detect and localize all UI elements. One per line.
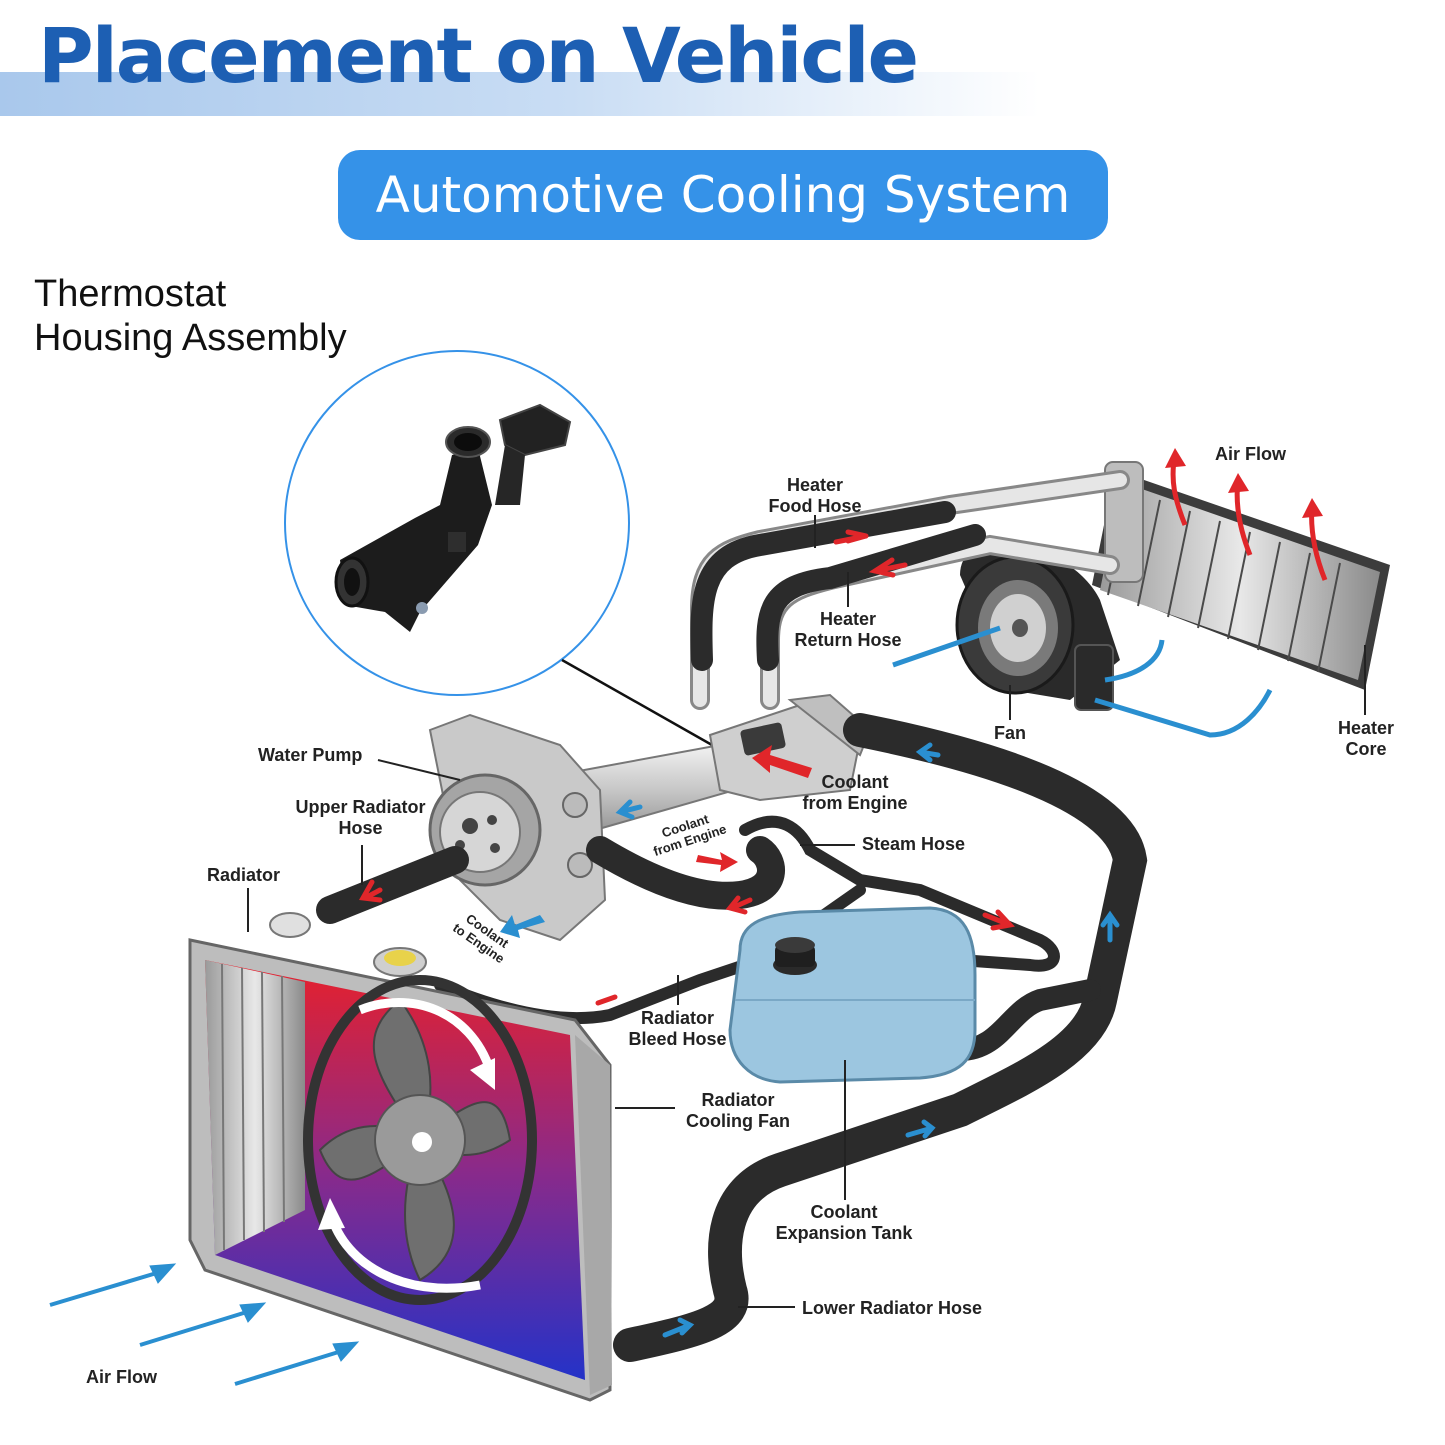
label-steam-hose: Steam Hose [862, 834, 966, 854]
air-flow-arrows-bottom [49, 1263, 360, 1386]
label-coolant-from-engine-line2: from Engine [802, 793, 908, 813]
thermostat-housing-image [334, 403, 572, 632]
label-upper-radiator-hose-line2: Hose [338, 818, 383, 838]
label-radiator-bleed-hose: Radiator Bleed Hose [620, 1008, 735, 1050]
subtitle-pill: Automotive Cooling System [338, 150, 1108, 240]
label-heater-core: Heater Core [1330, 718, 1402, 760]
coolant-flow-big-arrows [500, 745, 812, 938]
label-radiator-cooling-fan-line1: Radiator [701, 1090, 775, 1110]
label-heater-return-hose: Heater Return Hose [788, 609, 908, 651]
fan-air-arrows [892, 625, 1273, 738]
heater-hoses [690, 501, 986, 671]
label-coolant-expansion-tank-line1: Coolant [810, 1202, 878, 1222]
label-coolant-from-engine: Coolant from Engine [795, 772, 915, 814]
label-heater-core-line1: Heater [1337, 718, 1395, 738]
label-lower-radiator-hose: Lower Radiator Hose [802, 1298, 983, 1318]
thermostat-callout [284, 350, 713, 747]
label-heater-food-hose-line1: Heater [786, 475, 844, 495]
label-heater-food-hose-line2: Food Hose [768, 496, 862, 516]
label-upper-radiator-hose: Upper Radiator Hose [288, 797, 433, 839]
label-water-pump: Water Pump [258, 745, 363, 765]
label-heater-food-hose: Heater Food Hose [760, 475, 870, 517]
label-coolant-expansion-tank: Coolant Expansion Tank [768, 1202, 920, 1244]
label-radiator-cooling-fan-line2: Cooling Fan [686, 1111, 790, 1131]
leader-lines [247, 515, 1366, 1308]
label-heater-return-hose-line1: Heater [819, 609, 877, 629]
radiator-cooling-fan [303, 975, 537, 1305]
label-fan: Fan [993, 723, 1026, 743]
label-coolant-expansion-tank-line2: Expansion Tank [775, 1223, 913, 1243]
part-name-line1: Thermostat [34, 273, 227, 315]
page-title: Placement on Vehicle [38, 11, 919, 100]
label-upper-radiator-hose-line1: Upper Radiator [295, 797, 426, 817]
label-air-flow-bottom: Air Flow [86, 1367, 157, 1387]
coolant-expansion-tank [728, 906, 977, 1084]
part-name-line2: Housing Assembly [34, 317, 347, 359]
label-radiator-bleed-hose-line2: Bleed Hose [628, 1029, 727, 1049]
label-heater-core-line2: Core [1345, 739, 1387, 759]
label-coolant-from-engine-line1: Coolant [821, 772, 889, 792]
label-air-flow-top: Air Flow [1215, 444, 1286, 464]
label-radiator-bleed-hose-line1: Radiator [640, 1008, 714, 1028]
air-flow-arrowheads-top [1165, 448, 1323, 518]
part-name: Thermostat Housing Assembly [34, 272, 347, 360]
label-radiator-cooling-fan: Radiator Cooling Fan [678, 1090, 798, 1132]
title-underline-band [0, 72, 1040, 116]
label-heater-return-hose-line2: Return Hose [794, 630, 902, 650]
label-radiator: Radiator [207, 865, 281, 885]
heater-core [1092, 461, 1390, 690]
heater-fan [955, 542, 1120, 711]
water-pump [428, 713, 607, 942]
